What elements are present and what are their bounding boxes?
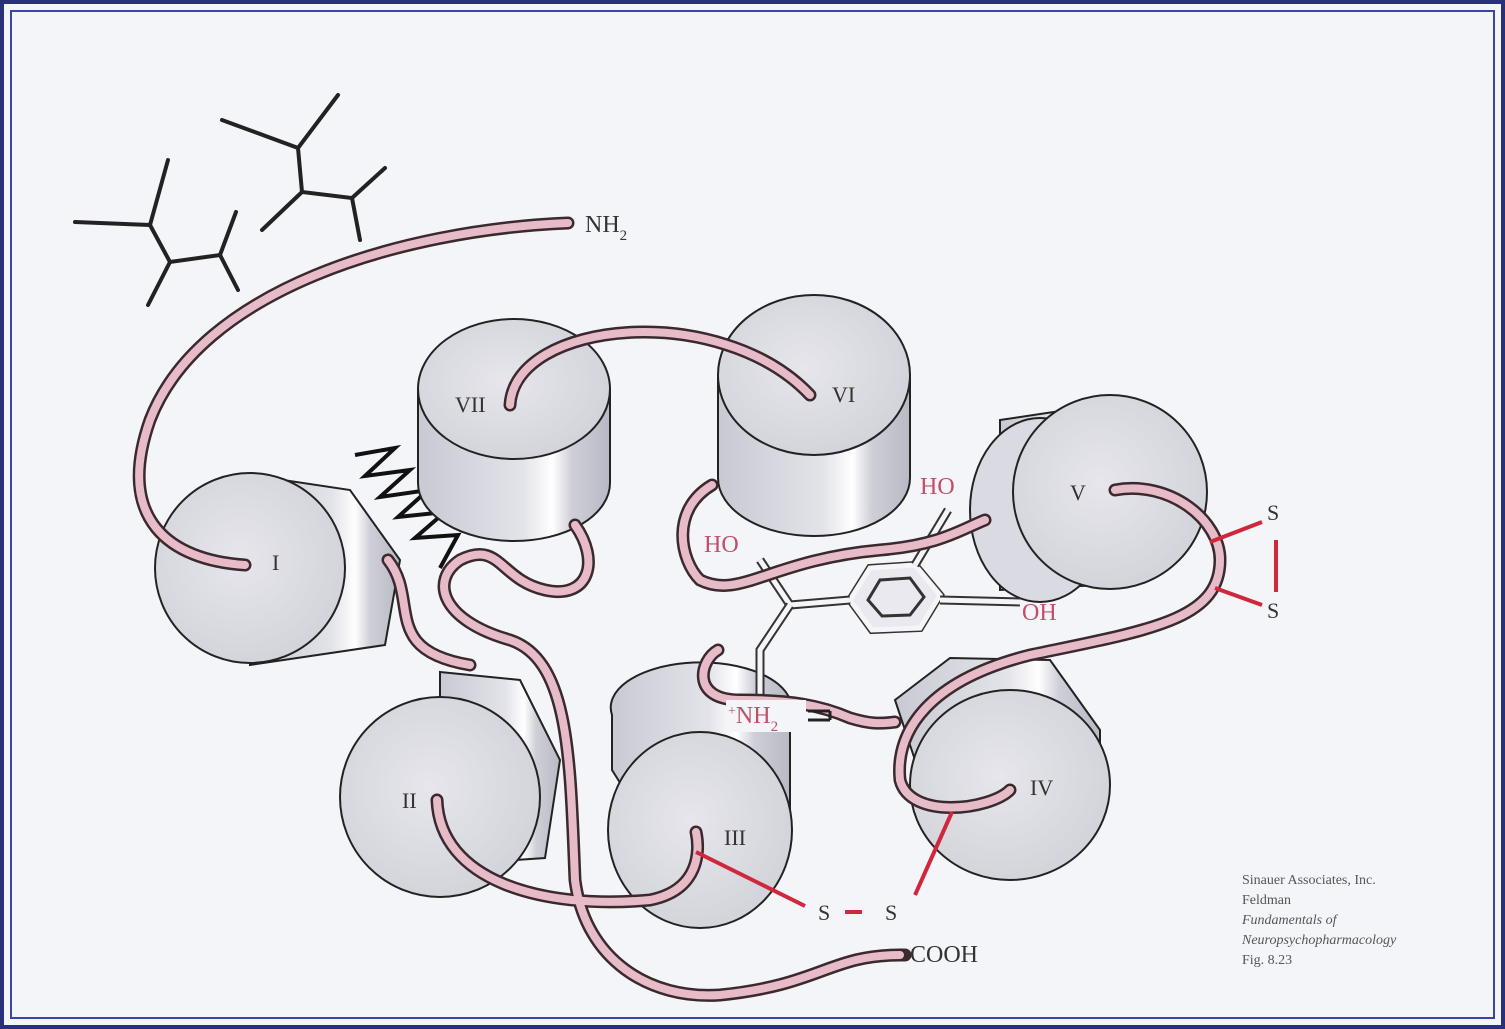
helix-label-VII: VII [455,392,486,417]
helix-label-I: I [272,550,279,575]
helix-label-V: V [1070,480,1086,505]
credit-title-line2: Neuropsychopharmacology [1241,933,1397,948]
credit-publisher: Sinauer Associates, Inc. [1242,873,1376,888]
helix-label-VI: VI [832,382,855,407]
c-terminus-label: COOH [910,942,978,968]
helix-label-IV: IV [1030,775,1053,800]
glycosylation-chain [75,95,385,305]
ligand-ho-upper: HO [920,474,955,500]
s-label-lower-1: S [818,900,830,925]
ligand-ho-left: HO [704,532,739,558]
credit-figure: Fig. 8.23 [1242,953,1292,968]
helix-VII [418,319,610,541]
helix-IV [895,658,1110,880]
helix-II [340,672,560,897]
n-terminus-label: NH2 [585,212,627,244]
helix-label-II: II [402,788,417,813]
credit-author: Feldman [1242,893,1291,908]
s-label-extracellular-2: S [1267,598,1279,623]
credit-title-line1: Fundamentals of [1241,913,1339,928]
figure-credit: Sinauer Associates, Inc. Feldman Fundame… [1241,873,1397,968]
s-label-extracellular-1: S [1267,500,1279,525]
helix-VI [718,295,910,536]
helix-label-III: III [724,825,746,850]
ligand-oh-right: OH [1022,600,1057,626]
s-label-lower-2: S [885,900,897,925]
